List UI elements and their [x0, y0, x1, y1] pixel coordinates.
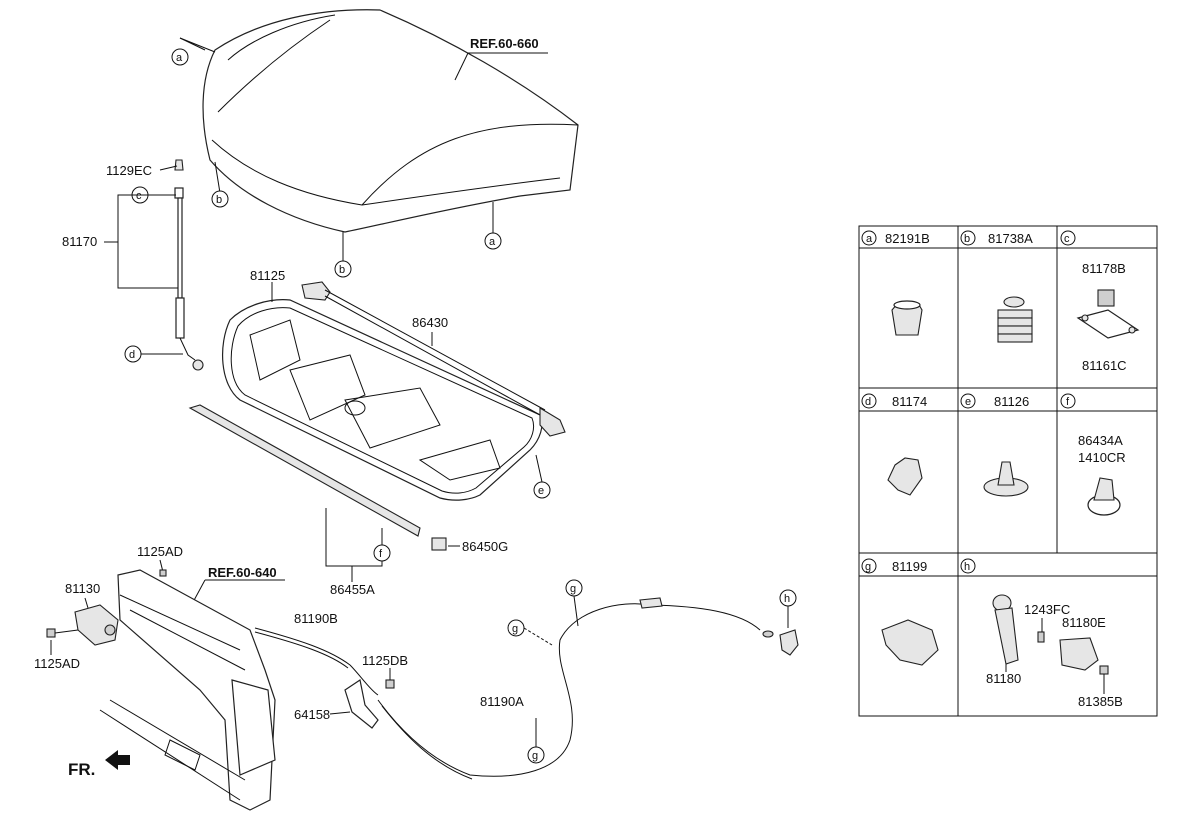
legend-part-81180: 81180	[986, 671, 1021, 686]
label-86455A: 86455A	[330, 582, 375, 597]
svg-text:d: d	[129, 349, 135, 361]
callout-b-hood2: b	[334, 260, 352, 278]
radiator-support	[99, 569, 276, 811]
hood-weatherstrip	[301, 281, 566, 437]
cable-clip-icon	[881, 619, 939, 666]
legend-part-81385B: 81385B	[1078, 694, 1123, 709]
svg-text:g: g	[512, 623, 518, 635]
legend-part-81199: 81199	[892, 559, 927, 574]
label-86450G: 86450G	[462, 539, 508, 554]
svg-text:g: g	[865, 561, 871, 573]
hood-seal-strip	[188, 404, 421, 537]
svg-text:c: c	[1064, 233, 1070, 245]
strut-clip-icon	[887, 457, 923, 496]
hood-insulator	[221, 299, 543, 501]
label-64158: 64158	[294, 707, 330, 722]
svg-text:b: b	[216, 194, 222, 206]
clip-86450G	[431, 537, 447, 551]
label-1125AD-top: 1125AD	[137, 544, 183, 559]
svg-text:b: b	[964, 233, 970, 245]
release-cable-81190B	[254, 627, 379, 696]
svg-text:FR.: FR.	[68, 760, 95, 779]
ref-structure-label: REF.60-640	[208, 565, 277, 580]
legend-part-81161C: 81161C	[1082, 358, 1127, 373]
callout-g3: g	[527, 746, 545, 764]
legend-part-81174: 81174	[892, 394, 927, 409]
front-direction: FR.	[68, 750, 130, 779]
svg-text:a: a	[176, 52, 183, 64]
callout-a-top: a	[171, 48, 189, 66]
legend-cell-a: a 82191B	[861, 230, 930, 336]
svg-text:g: g	[570, 583, 576, 595]
svg-text:b: b	[339, 264, 345, 276]
callout-f-seal: f	[373, 544, 391, 562]
release-handle-small	[779, 629, 799, 656]
legend-part-81126: 81126	[994, 394, 1029, 409]
label-86430: 86430	[412, 315, 448, 330]
parts-legend-table	[858, 225, 1158, 717]
hood-latch	[74, 604, 119, 646]
strut-ball-stud-icon	[1076, 289, 1140, 339]
handle-bracket-64158	[344, 679, 379, 729]
hood-panel	[179, 9, 579, 233]
legend-cell-b: b 81738A	[960, 230, 1033, 343]
label-1125DB: 1125DB	[362, 653, 408, 668]
hood-leaders	[179, 37, 548, 262]
latch-assembly-icon	[1037, 631, 1109, 675]
callout-e-insulator: e	[533, 481, 551, 499]
release-cable-81190A	[377, 597, 774, 780]
callout-h-cable: h	[779, 589, 797, 607]
legend-part-81738A: 81738A	[988, 231, 1033, 246]
svg-text:g: g	[532, 750, 538, 762]
legend-part-86434A: 86434A	[1078, 433, 1123, 448]
svg-text:a: a	[866, 233, 873, 245]
label-81130: 81130	[65, 581, 100, 596]
seal-retainer-icon	[1087, 477, 1121, 516]
svg-text:h: h	[784, 593, 790, 605]
label-81170: 81170	[62, 234, 97, 249]
legend-part-81180E: 81180E	[1062, 615, 1106, 630]
legend-cell-e: e 81126	[960, 393, 1029, 497]
legend-cell-f: f 86434A 1410CR	[1060, 393, 1126, 516]
label-1125AD-bottom: 1125AD	[34, 656, 80, 671]
legend-cell-g: g 81199	[861, 558, 939, 666]
svg-text:c: c	[136, 190, 142, 202]
label-81190A: 81190A	[480, 694, 524, 709]
svg-text:e: e	[965, 396, 971, 408]
callout-d-strut: d	[124, 345, 142, 363]
legend-part-82191B: 82191B	[885, 231, 930, 246]
callout-a-hood: a	[484, 232, 502, 250]
legend-cell-h: h 1243FC 81180E 81180 81385B	[960, 558, 1123, 709]
bracket-81170	[104, 194, 178, 289]
svg-text:d: d	[865, 396, 871, 408]
callout-g1: g	[565, 579, 583, 597]
hood-strut	[174, 159, 204, 371]
ref-hood-label: REF.60-660	[470, 36, 539, 51]
svg-text:f: f	[1066, 396, 1070, 408]
svg-text:e: e	[538, 485, 544, 497]
release-handle-icon	[992, 594, 1019, 665]
svg-text:f: f	[379, 548, 383, 560]
legend-part-81178B: 81178B	[1082, 261, 1126, 276]
legend-part-1243FC: 1243FC	[1024, 602, 1070, 617]
svg-text:h: h	[964, 561, 970, 573]
callout-g2: g	[507, 619, 525, 637]
label-1129EC: 1129EC	[106, 163, 152, 178]
legend-cell-c: c 81178B 81161C	[1060, 230, 1140, 373]
callout-b-hood: b	[211, 190, 229, 208]
label-81190B: 81190B	[294, 611, 338, 626]
svg-text:a: a	[489, 236, 496, 248]
legend-cell-d: d 81174	[861, 393, 927, 496]
legend-part-1410CR: 1410CR	[1078, 450, 1126, 465]
insulator-clip-icon	[983, 461, 1029, 497]
stopper-bellows-icon	[997, 296, 1033, 343]
label-81125: 81125	[250, 268, 285, 283]
